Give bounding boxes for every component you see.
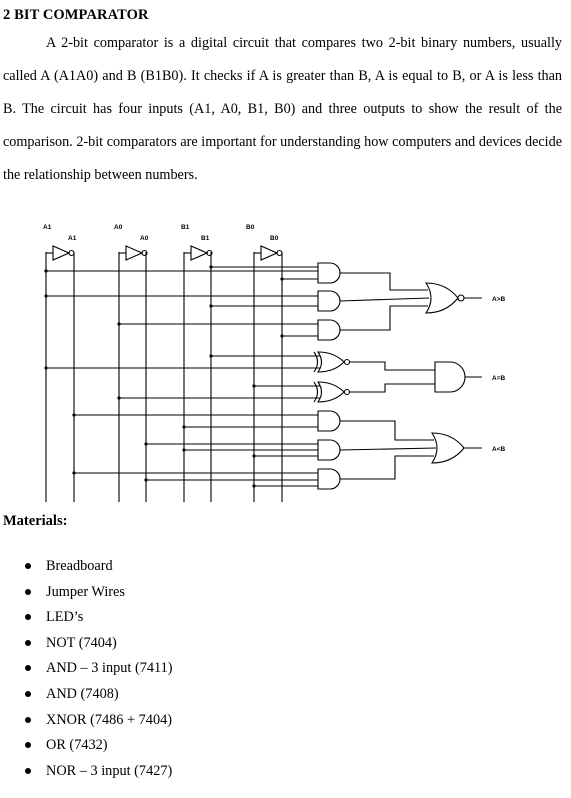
bullet-icon [25, 742, 31, 749]
list-item: NOT (7404) [0, 631, 173, 657]
intro-paragraph: A 2-bit comparator is a digital circuit … [3, 27, 562, 192]
list-item: AND – 3 input (7411) [0, 656, 173, 682]
output-label-less: A<B [492, 446, 505, 453]
materials-list: Breadboard Jumper Wires LED’s NOT (7404)… [0, 554, 173, 784]
input-label-a0: A0 [114, 224, 123, 231]
inverter-label-b1: B1 [201, 235, 210, 242]
output-label-equal: A=B [492, 375, 505, 382]
bullet-icon [25, 639, 31, 646]
input-label-b0: B0 [246, 224, 255, 231]
input-label-a1: A1 [43, 224, 52, 231]
output-label-greater: A>B [492, 296, 505, 303]
input-label-b1: B1 [181, 224, 190, 231]
list-item: Jumper Wires [0, 580, 173, 606]
inverter-label-a0: A0 [140, 235, 149, 242]
bullet-icon [25, 767, 31, 774]
list-item: LED’s [0, 605, 173, 631]
bullet-icon [25, 588, 31, 595]
comparator-circuit-diagram: A1 A0 B1 B0 A1 A0 B1 B0 A>B A=B A<B [43, 224, 505, 502]
bullet-icon [25, 563, 31, 569]
materials-heading: Materials: [3, 513, 68, 529]
list-item: XNOR (7486 + 7404) [0, 708, 173, 734]
bullet-icon [25, 690, 31, 697]
intro-paragraph-text: A 2-bit comparator is a digital circuit … [3, 35, 562, 183]
list-item: AND (7408) [0, 682, 173, 708]
bullet-icon [25, 716, 31, 723]
inverter-label-a1: A1 [68, 235, 77, 242]
list-item: Breadboard [0, 554, 173, 580]
list-item: NOR – 3 input (7427) [0, 759, 173, 785]
bullet-icon [25, 614, 31, 621]
page-title: 2 BIT COMPARATOR [3, 7, 149, 23]
inverter-label-b0: B0 [270, 235, 279, 242]
list-item: OR (7432) [0, 733, 173, 759]
bullet-icon [25, 665, 31, 672]
